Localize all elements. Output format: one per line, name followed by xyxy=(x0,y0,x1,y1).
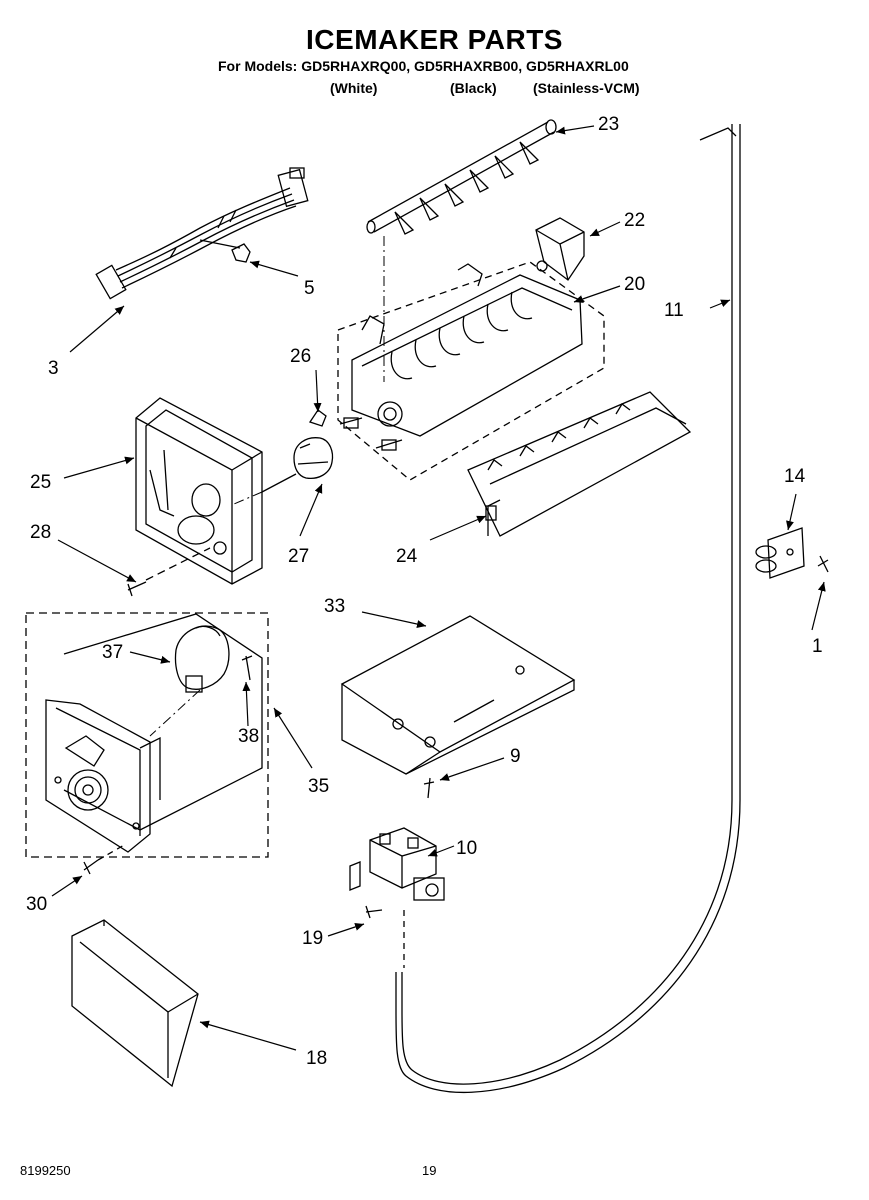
callout-26: 26 xyxy=(290,346,311,367)
variant-black: (Black) xyxy=(450,80,497,96)
screw-part-38 xyxy=(241,655,253,681)
screw-part-28 xyxy=(127,547,211,597)
motor-housing-part-25 xyxy=(135,397,263,585)
callout-3: 3 xyxy=(48,358,59,379)
callout-30: 30 xyxy=(26,894,47,915)
arm-part-26 xyxy=(308,409,327,427)
callout-20: 20 xyxy=(624,274,645,295)
variant-white: (White) xyxy=(330,80,378,96)
water-valve-part-10 xyxy=(349,827,445,901)
screw-part-9 xyxy=(423,777,435,799)
callout-14: 14 xyxy=(784,466,806,487)
screw-part-1 xyxy=(817,555,829,573)
motor-module-part-35 xyxy=(25,612,269,858)
filter-box-part-18 xyxy=(71,919,199,1088)
callout-25: 25 xyxy=(30,472,51,493)
wire-clip-part-5 xyxy=(199,239,251,263)
callout-1: 1 xyxy=(812,636,823,657)
document-number: 8199250 xyxy=(20,1163,71,1178)
callout-10: 10 xyxy=(456,838,477,859)
screw-part-19 xyxy=(365,905,383,919)
motor-gear-part-27 xyxy=(261,437,334,493)
callout-23: 23 xyxy=(598,114,619,135)
callout-37: 37 xyxy=(102,642,123,663)
callout-38: 38 xyxy=(238,726,259,747)
callout-9: 9 xyxy=(510,746,521,767)
callout-24: 24 xyxy=(396,546,418,567)
ice-support-part-24 xyxy=(467,391,692,537)
fill-cup-part-22 xyxy=(535,217,585,281)
clamp-part-14 xyxy=(755,527,805,579)
page-title: ICEMAKER PARTS xyxy=(306,24,563,55)
wire-harness-part-3 xyxy=(95,167,309,300)
callout-labels: 1 3 5 9 10 11 14 18 19 20 22 23 24 25 26… xyxy=(26,114,823,1069)
screw-part-30 xyxy=(83,843,127,875)
variant-stainless: (Stainless-VCM) xyxy=(533,80,640,96)
callout-35: 35 xyxy=(308,776,329,797)
ejector-part-23 xyxy=(366,119,557,235)
mold-part-20 xyxy=(337,261,605,481)
model-list: For Models: GD5RHAXRQ00, GD5RHAXRB00, GD… xyxy=(218,58,629,74)
fill-tube-part-11 xyxy=(395,124,741,1094)
callout-27: 27 xyxy=(288,546,309,567)
callout-33: 33 xyxy=(324,596,345,617)
callout-28: 28 xyxy=(30,522,51,543)
callout-11: 11 xyxy=(664,300,684,321)
page-number: 19 xyxy=(422,1163,437,1178)
callout-18: 18 xyxy=(306,1048,327,1069)
callout-22: 22 xyxy=(624,210,645,231)
cover-part-33 xyxy=(340,615,576,775)
callout-19: 19 xyxy=(302,928,323,949)
motor-part-37 xyxy=(174,625,230,693)
callout-5: 5 xyxy=(304,278,315,299)
